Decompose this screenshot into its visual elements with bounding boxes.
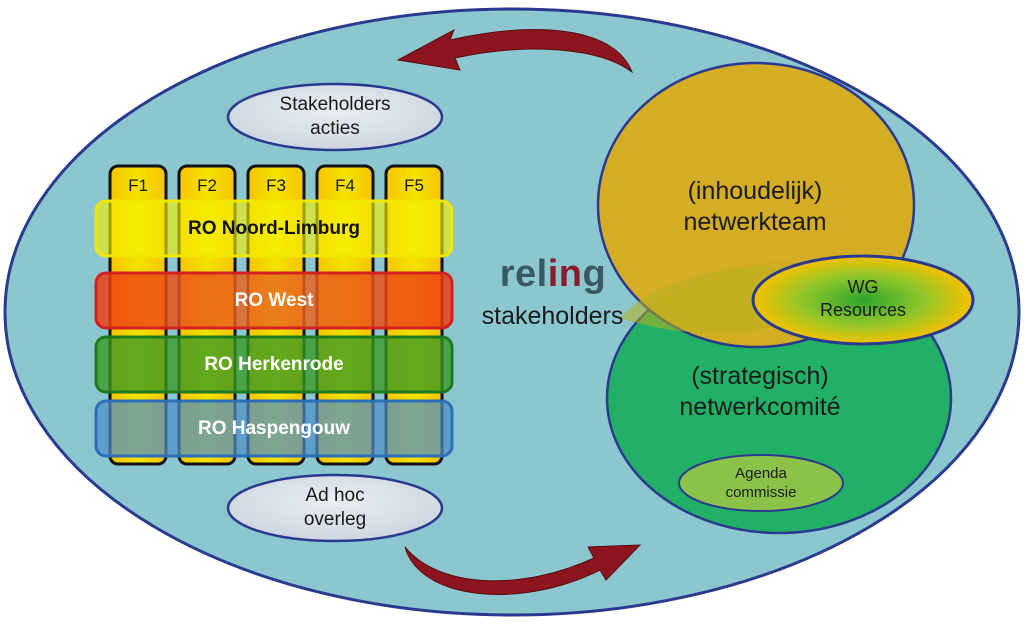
column-label-f3: F3 [266,176,286,195]
stakeholders-label-line2: acties [310,118,360,139]
column-label-f2: F2 [197,176,217,195]
band-label-west: RO West [234,290,314,311]
agenda-line2: commissie [725,484,797,501]
wg-line2: Resources [819,300,907,320]
ad-hoc-label-line2: overleg [303,509,367,530]
top-curved-arrow [396,28,634,74]
column-label-f5: F5 [404,176,424,195]
agenda-commissie-label: Agenda commissie [701,464,821,502]
bottom-curved-arrow [404,544,642,595]
ad-hoc-overleg-label: Ad hoc overleg [235,484,435,532]
band-haspengouw [94,399,454,458]
band-west [94,271,454,330]
ad-hoc-overleg-bubble [226,473,444,543]
ad-hoc-label-line1: Ad hoc [305,485,365,506]
logo-part-g: g [582,253,607,295]
band-label-haspengouw: RO Haspengouw [197,418,350,439]
logo-part-in: in [547,253,583,295]
agenda-commissie-ellipse [678,454,844,512]
band-label-herkenrode: RO Herkenrode [204,354,344,375]
netwerkteam-line2: netwerkteam [683,208,827,236]
wg-resources-ellipse [751,254,975,346]
stakeholders-acties-bubble [226,82,444,152]
netwerkteam-line1: (inhoudelijk) [687,177,823,205]
logo-part-rel: rel [499,253,548,295]
column-label-f1: F1 [128,176,148,195]
stakeholders-acties-label: Stakeholders acties [235,93,435,141]
reling-logo: reling [478,253,628,296]
netwerkcomite-line2: netwerkcomité [679,393,841,421]
column-label-f4: F4 [335,176,355,195]
band-label-noord-limburg: RO Noord-Limburg [187,218,361,239]
wg-resources-label: WG Resources [793,276,933,322]
netwerkcomite-label: (strategisch) netwerkcomité [645,361,875,423]
agenda-line1: Agenda [735,465,787,482]
netwerkcomite-line1: (strategisch) [691,362,829,390]
stakeholders-label-line1: Stakeholders [279,94,391,115]
netwerkteam-label: (inhoudelijk) netwerkteam [640,176,870,238]
band-herkenrode [94,335,454,394]
logo-subtitle: stakeholders [481,302,624,330]
wg-line1: WG [847,277,879,297]
band-noord-limburg [94,199,454,258]
